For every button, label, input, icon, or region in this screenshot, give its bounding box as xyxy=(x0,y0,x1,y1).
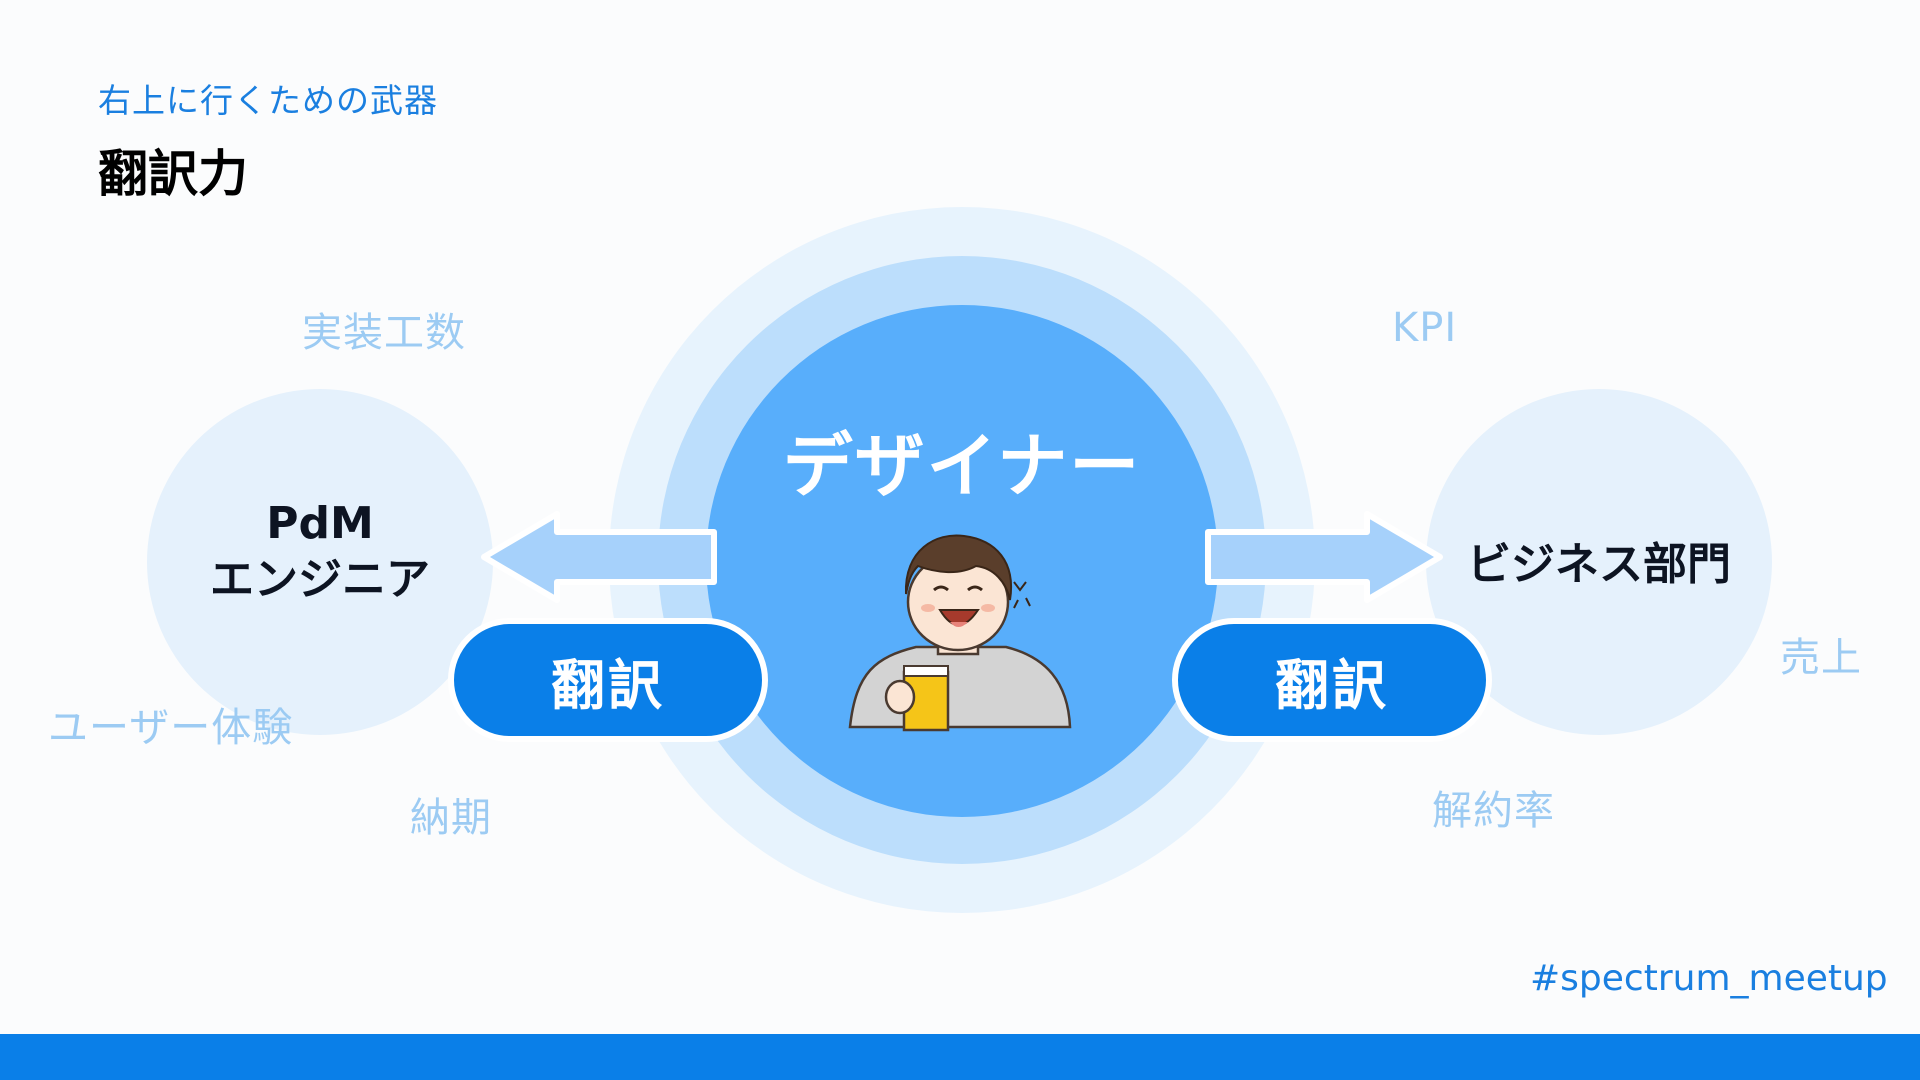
translation-pill-left: 翻訳 xyxy=(448,618,768,742)
keyword-sales: 売上 xyxy=(1780,625,1862,683)
keyword-deadline: 納期 xyxy=(410,785,492,843)
designer-illustration-icon xyxy=(846,522,1076,732)
business-department-label: ビジネス部門 xyxy=(1426,528,1772,592)
left-arrow-icon xyxy=(484,514,714,600)
right-arrow-icon xyxy=(1208,514,1440,600)
pdm-label: PdM xyxy=(147,496,493,552)
hashtag: #spectrum_meetup xyxy=(1530,958,1888,999)
keyword-churn-rate: 解約率 xyxy=(1432,778,1555,836)
engineer-label: エンジニア xyxy=(147,552,493,608)
designer-label: デザイナー xyxy=(706,410,1218,511)
keyword-kpi: KPI xyxy=(1392,305,1457,351)
bottom-accent-bar xyxy=(0,1034,1920,1080)
translation-pill-right: 翻訳 xyxy=(1172,618,1492,742)
keyword-user-experience: ユーザー体験 xyxy=(48,695,293,753)
keyword-implementation-effort: 実装工数 xyxy=(302,300,466,358)
pdm-engineer-label: PdM エンジニア xyxy=(147,496,493,608)
